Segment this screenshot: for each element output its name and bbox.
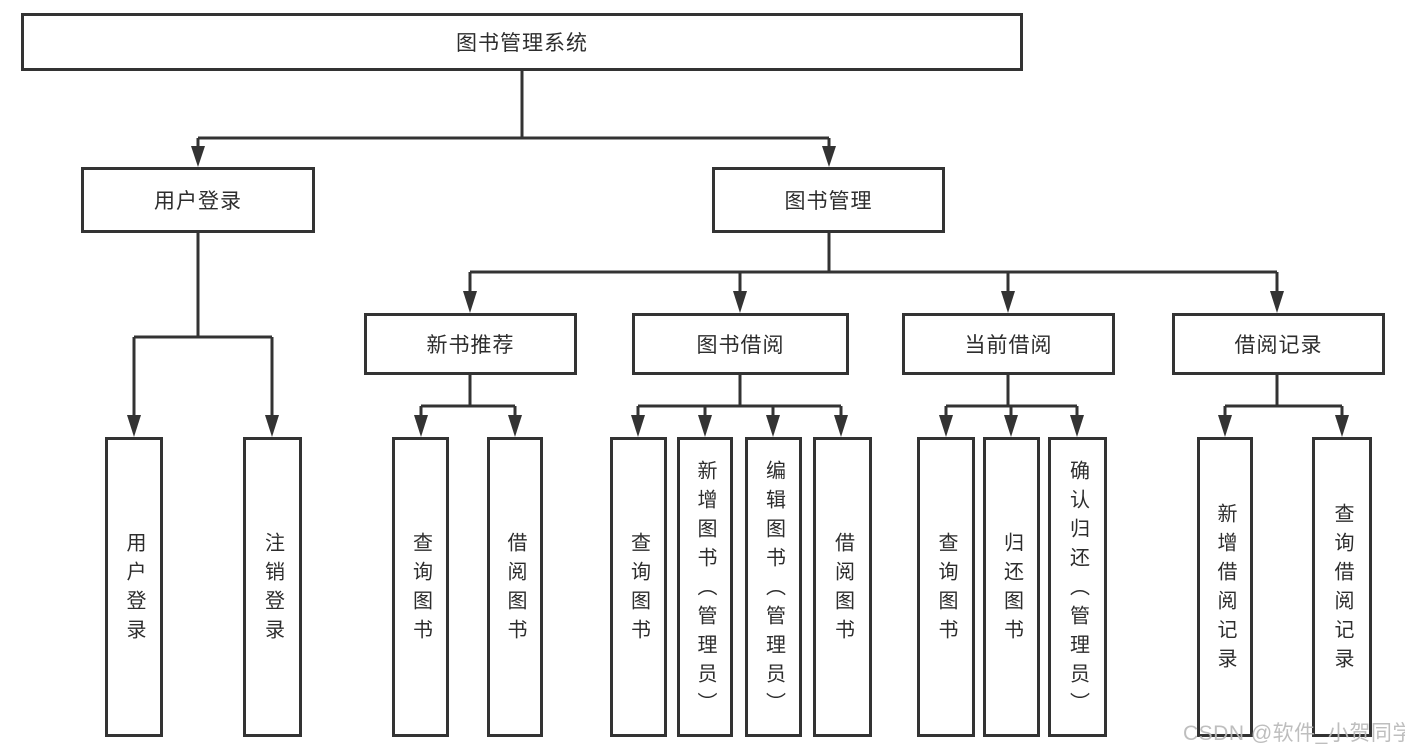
leaf-add-books-admin: 新增图书（管理员）	[677, 437, 733, 737]
node-current-borrowing: 当前借阅	[902, 313, 1115, 375]
leaf-user-login: 用户登录	[105, 437, 163, 737]
csdn-watermark: CSDN @软件_小贺同学	[1183, 722, 1405, 745]
leaf-borrow-books-recommend: 借阅图书	[487, 437, 543, 737]
leaf-query-borrow-record: 查询借阅记录	[1312, 437, 1372, 737]
arrow-down-icon	[939, 415, 953, 437]
arrow-down-icon	[1335, 415, 1349, 437]
edges-root-to-level2	[196, 71, 831, 149]
arrow-down-icon	[127, 415, 141, 437]
node-book-management: 图书管理	[712, 167, 945, 233]
arrow-down-icon	[1270, 291, 1284, 313]
arrow-down-icon	[733, 291, 747, 313]
arrow-down-icon	[834, 415, 848, 437]
leaf-confirm-return-admin: 确认归还（管理员）	[1048, 437, 1107, 737]
node-borrow-records: 借阅记录	[1172, 313, 1385, 375]
arrow-down-icon	[698, 415, 712, 437]
arrow-down-icon	[414, 415, 428, 437]
edges-book-management-to-level3	[468, 233, 1279, 294]
leaf-add-borrow-record: 新增借阅记录	[1197, 437, 1253, 737]
leaf-query-books-recommend: 查询图书	[392, 437, 449, 737]
arrow-down-icon	[631, 415, 645, 437]
arrow-down-icon	[1001, 291, 1015, 313]
leaf-edit-books-admin: 编辑图书（管理员）	[745, 437, 802, 737]
arrow-down-icon	[265, 415, 279, 437]
leaf-query-books-borrowing: 查询图书	[610, 437, 667, 737]
edges-borrow-records-to-leaves	[1223, 375, 1344, 418]
leaf-query-books-current: 查询图书	[917, 437, 975, 737]
arrow-down-icon	[508, 415, 522, 437]
arrow-down-icon	[1218, 415, 1232, 437]
edges-book-borrowing-to-leaves	[636, 375, 843, 418]
leaf-logout-login: 注销登录	[243, 437, 302, 737]
edges-current-borrowing-to-leaves	[944, 375, 1079, 418]
arrow-down-icon	[766, 415, 780, 437]
node-user-login: 用户登录	[81, 167, 315, 233]
node-book-borrowing: 图书借阅	[632, 313, 849, 375]
leaf-return-books: 归还图书	[983, 437, 1040, 737]
arrow-down-icon	[1004, 415, 1018, 437]
arrow-down-icon	[191, 146, 205, 167]
node-new-book-recommend: 新书推荐	[364, 313, 577, 375]
arrow-down-icon	[822, 146, 836, 167]
edges-user-login-to-leaves	[132, 233, 274, 418]
leaf-borrow-books: 借阅图书	[813, 437, 872, 737]
edges-new-book-recommend-to-leaves	[419, 375, 517, 418]
arrow-down-icon	[1070, 415, 1084, 437]
arrow-down-icon	[463, 291, 477, 313]
node-library-system: 图书管理系统	[21, 13, 1023, 71]
arrowheads	[127, 146, 1349, 437]
